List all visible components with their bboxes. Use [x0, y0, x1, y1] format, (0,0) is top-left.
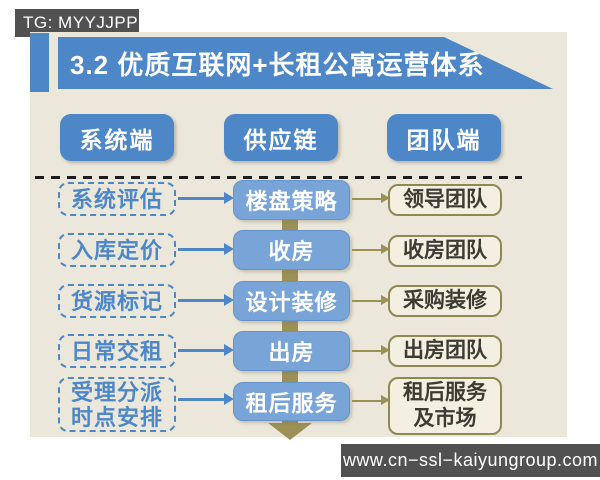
dashed-divider: [35, 176, 522, 179]
team-box: 出房团队: [388, 335, 502, 367]
team-box: 租后服务 及市场: [388, 377, 502, 435]
team-box: 领导团队: [388, 184, 502, 216]
down-arrow-icon: [268, 423, 312, 440]
page-title: 3.2 优质互联网+长租公寓运营体系: [70, 49, 485, 80]
team-box: 采购装修: [388, 285, 502, 317]
left-dashed-box: 系统评估: [58, 182, 176, 216]
process-box: 楼盘策略: [233, 180, 350, 220]
team-box: 收房团队: [388, 235, 502, 267]
process-box: 设计装修: [233, 281, 350, 321]
process-box: 收房: [233, 230, 350, 270]
column-header-team: 团队端: [387, 114, 501, 161]
left-dashed-box: 货源标记: [58, 284, 176, 318]
process-box: 租后服务: [233, 382, 350, 421]
site-url: www.cn−ssl−kaiyungroup.com: [342, 450, 599, 470]
left-dashed-box: 入库定价: [58, 233, 176, 267]
left-dashed-box: 受理分派 时点安排: [58, 377, 176, 432]
column-header-system: 系统端: [60, 114, 174, 161]
site-watermark-bar: www.cn−ssl−kaiyungroup.com: [341, 444, 600, 477]
left-dashed-box: 日常交租: [58, 334, 176, 368]
title-accent-bar: [30, 33, 49, 92]
column-header-supply-chain: 供应链: [224, 114, 338, 161]
process-box: 出房: [233, 331, 350, 371]
